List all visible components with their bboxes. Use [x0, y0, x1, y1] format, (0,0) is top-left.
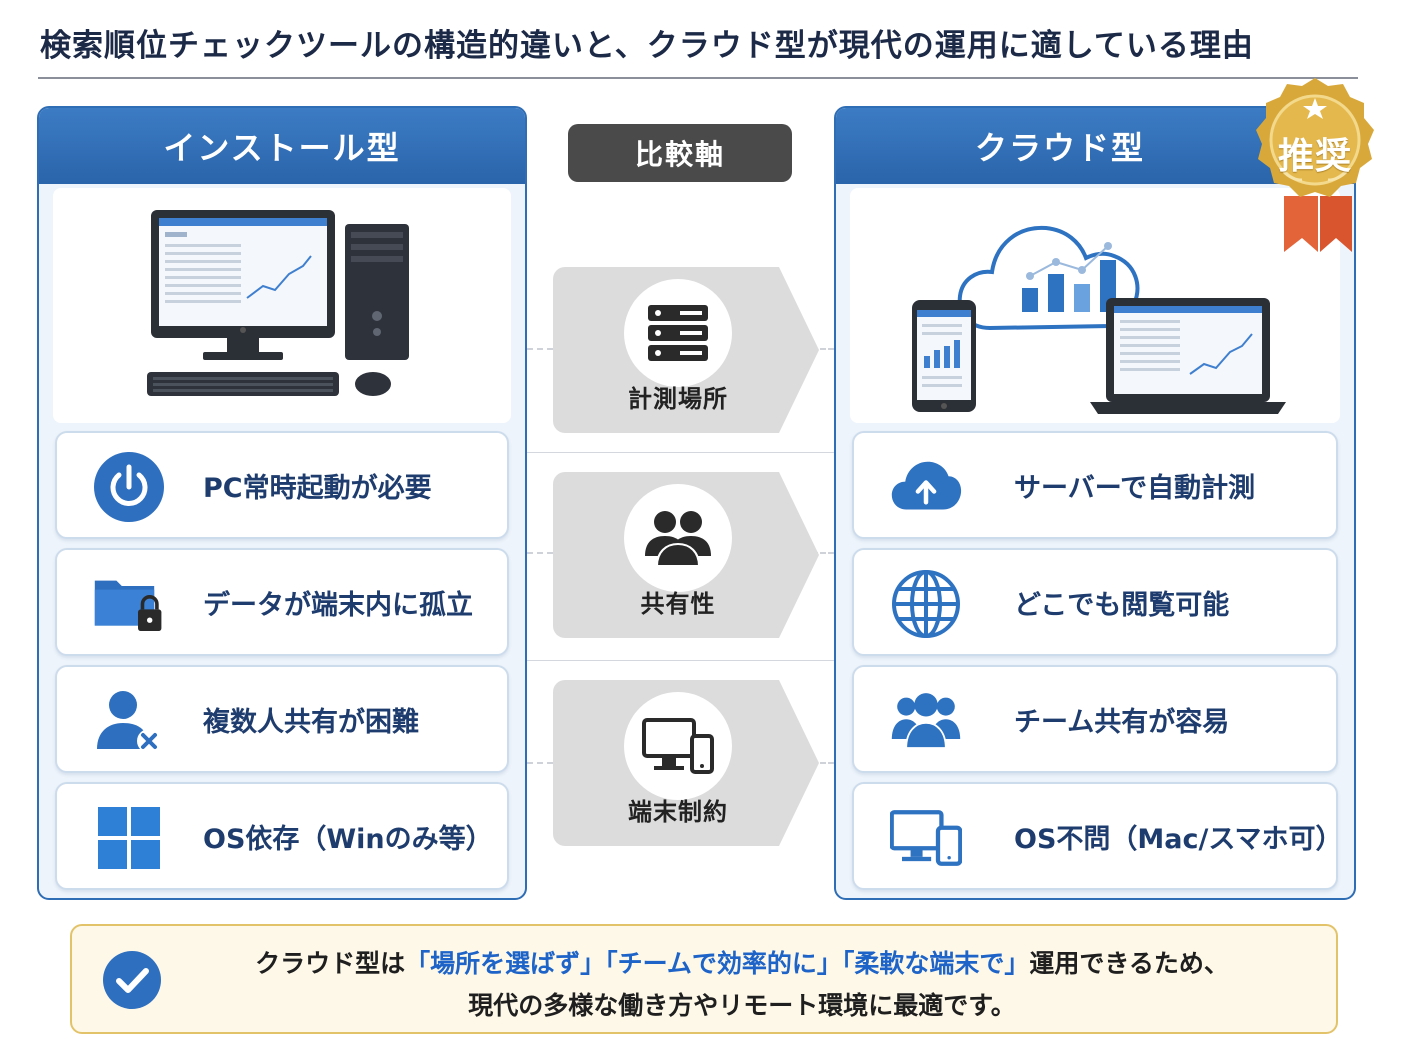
cloud-type-panel: クラウド型: [834, 106, 1356, 900]
recommended-badge-icon: [1256, 78, 1374, 252]
install-type-panel: インストール型: [37, 106, 527, 900]
cloud-feature-label: サーバーで自動計測: [1014, 472, 1256, 504]
connector-dash: [812, 552, 834, 554]
row-divider: [527, 660, 834, 661]
axis-label: 計測場所: [628, 385, 728, 413]
install-illustration: [53, 188, 511, 423]
summary-line-1: クラウド型は「場所を選ばず」「チームで効率的に」「柔軟な端末で」運用できるため、: [192, 944, 1292, 980]
install-feature-label: 複数人共有が困難: [203, 706, 419, 738]
connector-dash: [527, 762, 553, 764]
devices-icon: [624, 692, 732, 800]
summary-intro: クラウド型は: [255, 949, 406, 978]
axis-measurement-location: 計測場所: [553, 267, 819, 433]
axis-label: 端末制約: [628, 798, 728, 826]
check-circle-icon: [103, 951, 161, 1009]
summary-line-2: 現代の多様な働き方やリモート環境に最適です。: [468, 991, 1016, 1020]
summary-highlight-location: 「場所を選ばず」: [405, 949, 606, 978]
summary-outro: 運用できるため、: [1029, 949, 1229, 978]
title-divider: [38, 77, 1358, 79]
cloud-devices-icon: [912, 225, 1286, 414]
connector-dash: [812, 762, 834, 764]
summary-highlight-device: 「柔軟な端末で」: [841, 949, 1030, 978]
install-feature-label: OS依存（Winのみ等）: [203, 823, 493, 855]
user-blocked-icon: [93, 685, 165, 757]
install-feature-sharing-hard: 複数人共有が困難: [55, 665, 509, 773]
power-icon: [93, 451, 165, 523]
server-icon: [624, 279, 732, 387]
connector-dash: [527, 552, 553, 554]
summary-callout: クラウド型は「場所を選ばず」「チームで効率的に」「柔軟な端末で」運用できるため、…: [70, 924, 1338, 1034]
summary-highlight-team: 「チームで効率的に」: [605, 949, 842, 978]
recommended-badge-label: 推奨: [1277, 136, 1352, 177]
row-divider: [527, 452, 834, 453]
windows-logo-icon: [93, 802, 165, 874]
page-title: 検索順位チェックツールの構造的違いと、クラウド型が現代の運用に適している理由: [40, 28, 1254, 64]
axis-label: 共有性: [640, 590, 716, 618]
install-feature-label: PC常時起動が必要: [203, 472, 432, 504]
install-feature-os-dependent: OS依存（Winのみ等）: [55, 782, 509, 890]
install-panel-title: インストール型: [39, 108, 525, 184]
install-feature-always-on: PC常時起動が必要: [55, 431, 509, 539]
connector-dash: [812, 348, 834, 350]
monitor-phone-icon: [890, 802, 962, 874]
cloud-feature-label: チーム共有が容易: [1014, 706, 1230, 738]
cloud-feature-label: どこでも閲覧可能: [1014, 589, 1230, 621]
team-icon: [890, 685, 962, 757]
axis-shareability: 共有性: [553, 472, 819, 638]
locked-folder-icon: [93, 568, 165, 640]
cloud-illustration: [850, 188, 1340, 423]
comparison-axis-header: 比較軸: [568, 124, 792, 182]
axis-device-constraint: 端末制約: [553, 680, 819, 846]
cloud-feature-view-anywhere: どこでも閲覧可能: [852, 548, 1338, 656]
install-feature-label: データが端末内に孤立: [203, 589, 473, 621]
people-icon: [624, 484, 732, 592]
cloud-feature-team-share: チーム共有が容易: [852, 665, 1338, 773]
cloud-feature-label: OS不問（Mac/スマホ可）: [1014, 823, 1343, 855]
install-feature-isolated-data: データが端末内に孤立: [55, 548, 509, 656]
cloud-upload-icon: [890, 451, 962, 523]
desktop-pc-icon: [147, 210, 409, 396]
connector-dash: [527, 348, 553, 350]
cloud-feature-auto-measure: サーバーで自動計測: [852, 431, 1338, 539]
globe-icon: [890, 568, 962, 640]
cloud-feature-os-agnostic: OS不問（Mac/スマホ可）: [852, 782, 1343, 890]
